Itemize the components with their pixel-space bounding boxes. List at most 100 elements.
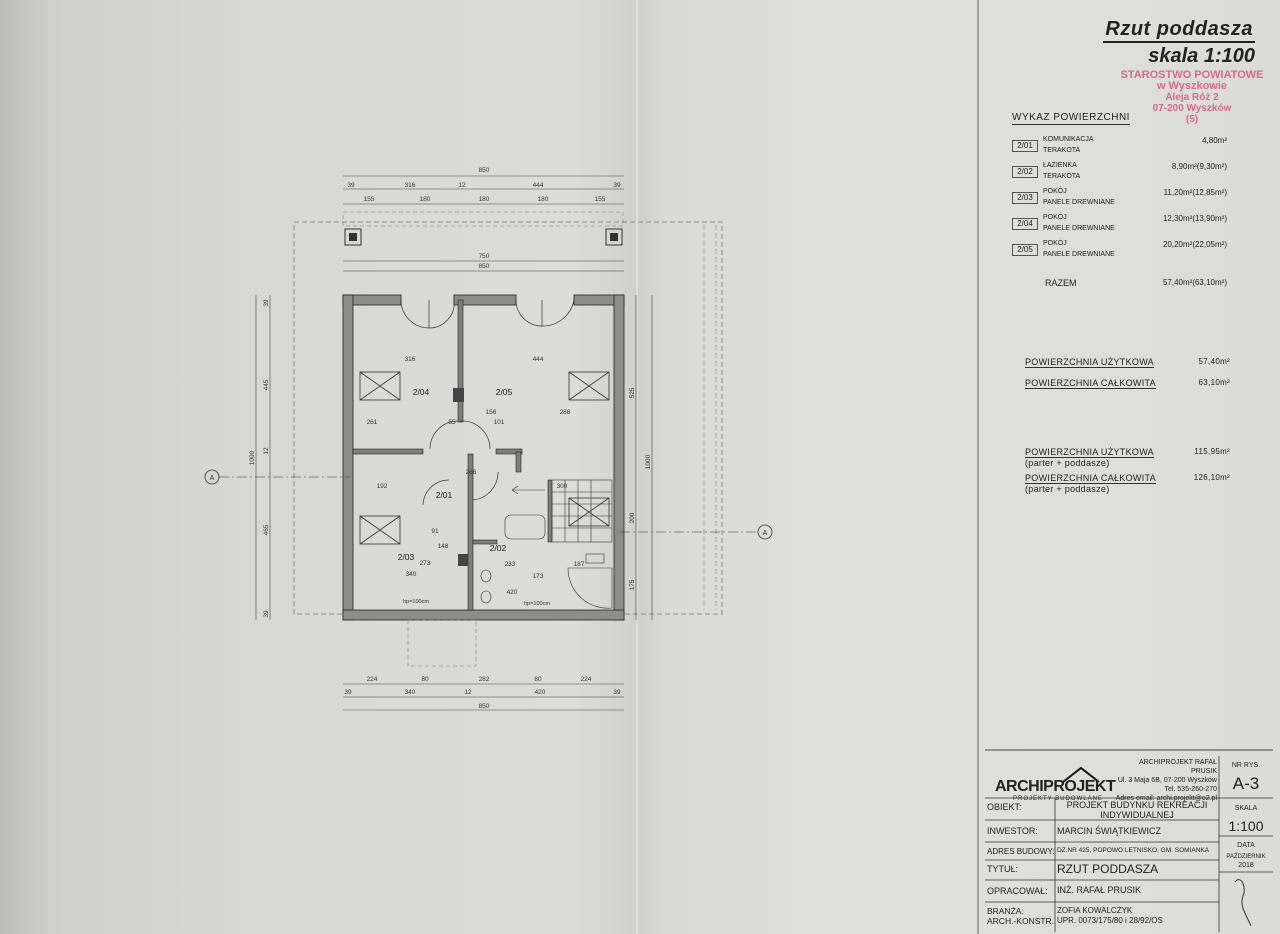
list-item: 2/01 KOMUNIKACJA TERAKOTA 4,80m² xyxy=(1012,135,1227,161)
opracowal-label: OPRACOWAŁ: xyxy=(987,886,1048,896)
dim-text: 39 xyxy=(344,689,352,696)
area-total-label: RAZEM xyxy=(1045,278,1077,288)
dim-text: 39 xyxy=(263,299,270,307)
dim-text: 850 xyxy=(479,263,490,270)
room-label-2-01: 2/01 xyxy=(436,490,453,500)
obiekt-value: PROJEKT BUDYNKU REKREACJI INDYWIDUALNEJ xyxy=(1057,800,1217,820)
branza-value-1: ZOFIA KOWALCZYK xyxy=(1057,906,1133,915)
room-area: 20,20m²(22,05m²) xyxy=(1162,240,1227,249)
room-floor: PANELE DREWNIANE xyxy=(1043,251,1115,258)
chimney-left xyxy=(344,228,362,246)
branza-label-2: ARCH.-KONSTR. xyxy=(987,916,1055,926)
sheet-title: Rzut poddasza xyxy=(1103,18,1255,43)
dim-text: 273 xyxy=(420,560,431,567)
room-code: 2/03 xyxy=(1012,192,1038,204)
roof-windows xyxy=(359,371,610,545)
dim-text: 192 xyxy=(377,483,388,490)
dim-text: 420 xyxy=(507,589,518,596)
room-area: 12,30m²(13,90m²) xyxy=(1162,214,1227,223)
company-logo: ARCHIPROJEKT xyxy=(995,778,1116,795)
room-label-2-04: 2/04 xyxy=(413,387,430,397)
dim-text: 180 xyxy=(479,196,490,203)
dim-text: 175 xyxy=(629,579,636,590)
dim-text: 39 xyxy=(613,689,621,696)
branza-value: ZOFIA KOWALCZYK UPR. 0073/175/80 i 28/92… xyxy=(1057,906,1163,926)
summary-value: 63,10m² xyxy=(1198,378,1230,387)
sill-height-text: hp=100cm xyxy=(524,601,550,607)
room-name: POKÓJ xyxy=(1043,240,1067,247)
room-floor: TERAKOTA xyxy=(1043,147,1081,154)
sill-height-text: hp=100cm xyxy=(403,599,429,605)
area-list-heading: WYKAZ POWIERZCHNI xyxy=(1012,112,1130,125)
roof-outline xyxy=(293,221,723,615)
room-area: 8,90m²(9,30m²) xyxy=(1171,162,1227,171)
summary-value: 126,10m² xyxy=(1193,473,1230,482)
dim-text: 156 xyxy=(486,409,497,416)
sheet-title-block: Rzut poddasza skala 1:100 xyxy=(1060,18,1255,68)
dim-text: 525 xyxy=(629,387,636,398)
summary-usable: POWIERZCHNIA UŻYTKOWA 57,40m² xyxy=(1025,357,1230,368)
dim-text: 200 xyxy=(629,512,636,523)
title-block-table: ARCHIPROJEKT PROJEKTY BUDOWLANE ARCHIPRO… xyxy=(985,756,1273,932)
dim-text: 12 xyxy=(464,689,472,696)
exterior-walls xyxy=(342,294,625,621)
stamp-line: w Wyszkowie xyxy=(1156,80,1228,92)
branza-label-1: BRANŻA: xyxy=(987,906,1024,916)
dim-text: 173 xyxy=(533,573,544,580)
opracowal-value: INŻ. RAFAŁ PRUSIK xyxy=(1057,885,1142,895)
summary-value: 57,40m² xyxy=(1198,357,1230,366)
room-code: 2/01 xyxy=(1012,140,1038,152)
chimney-vent xyxy=(453,388,464,402)
obiekt-value-1: PROJEKT BUDYNKU REKREACJI xyxy=(1066,800,1208,810)
dim-text: 340 xyxy=(406,571,417,578)
dim-text: 80 xyxy=(421,676,429,683)
company-logo-sub: PROJEKTY BUDOWLANE xyxy=(1013,796,1103,802)
summary-label: POWIERZCHNIA CAŁKOWITA xyxy=(1025,378,1156,389)
room-name: ŁAZIENKA xyxy=(1043,162,1077,169)
skala-value: 1:100 xyxy=(1228,818,1264,834)
room-label-2-02: 2/02 xyxy=(490,543,507,553)
summary-usable-both: POWIERZCHNIA UŻYTKOWA 115,95m² (parter +… xyxy=(1025,447,1230,468)
dim-text: 444 xyxy=(533,356,544,363)
branza-label: BRANŻA: ARCH.-KONSTR. xyxy=(987,906,1054,926)
dim-text: 155 xyxy=(364,196,375,203)
chimney-vent-2 xyxy=(458,554,468,566)
dimension-lines xyxy=(255,175,653,711)
dim-text: 39 xyxy=(613,182,621,189)
office-stamp: STAROSTWO POWIATOWE w Wyszkowie Aleja Ró… xyxy=(1112,70,1272,126)
area-total-row: RAZEM 57,40m²(63,10m²) xyxy=(1045,278,1227,288)
stamp-line: Aleja Róż 2 xyxy=(1165,92,1219,103)
nr-rys-label: NR RYS. xyxy=(1231,762,1261,769)
tytul-value: RZUT PODDASZA xyxy=(1057,862,1159,876)
dim-text: 445 xyxy=(263,379,270,390)
title-block-grid xyxy=(985,756,1273,932)
room-code: 2/04 xyxy=(1012,218,1038,230)
company-email: Adres email: archi.projekt@o2.pl xyxy=(1115,795,1217,802)
room-name: POKÓJ xyxy=(1043,188,1067,195)
dim-text: 420 xyxy=(535,689,546,696)
dim-text: 148 xyxy=(438,543,449,550)
room-floor: TERAKOTA xyxy=(1043,173,1081,180)
room-label-2-03: 2/03 xyxy=(398,552,415,562)
section-label-left: A xyxy=(210,475,215,482)
company-name: ARCHIPROJEKT RAFAŁ PRUSIK xyxy=(1138,759,1217,775)
list-item: 2/05 POKÓJ PANELE DREWNIANE 20,20m²(22,0… xyxy=(1012,239,1227,265)
dim-text: 261 xyxy=(367,419,378,426)
tytul-label: TYTUŁ: xyxy=(987,864,1019,874)
room-name: POKÓJ xyxy=(1043,214,1067,221)
nr-rys-value: A-3 xyxy=(1232,774,1260,793)
room-code: 2/02 xyxy=(1012,166,1038,178)
data-label: DATA xyxy=(1237,842,1255,849)
dim-text: 155 xyxy=(595,196,606,203)
dim-text: 55 xyxy=(448,419,456,426)
stamp-line: (5) xyxy=(1185,114,1199,125)
company-info: ARCHIPROJEKT RAFAŁ PRUSIK Ul. 3 Maja 6B,… xyxy=(1111,758,1217,803)
dim-text: 340 xyxy=(405,689,416,696)
summary-value: 115,95m² xyxy=(1194,447,1230,456)
summary-total: POWIERZCHNIA CAŁKOWITA 63,10m² xyxy=(1025,378,1230,389)
room-name: KOMUNIKACJA xyxy=(1043,136,1094,143)
dim-text: 316 xyxy=(405,356,416,363)
company-address: Ul. 3 Maja 6B, 07-200 Wyszków xyxy=(1117,777,1217,784)
paper-fold xyxy=(635,0,639,934)
